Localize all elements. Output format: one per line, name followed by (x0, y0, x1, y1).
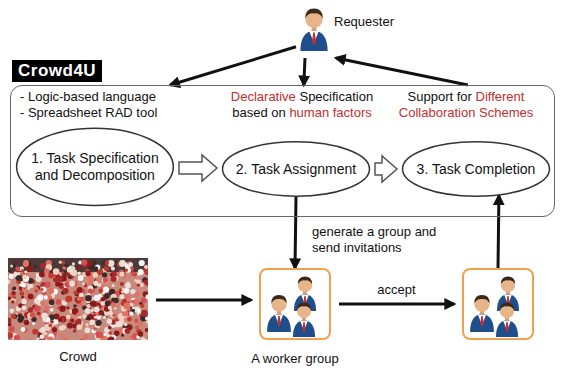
annotation-line: - Spreadsheet RAD tool (20, 105, 157, 121)
caption: A worker group (251, 351, 338, 367)
connector-arrow (339, 303, 454, 306)
process-ellipse: 3. Task Completion (401, 141, 551, 197)
connector-arrow (170, 47, 296, 85)
worker-group-box (462, 268, 534, 340)
process-ellipse: 2. Task Assignment (221, 141, 371, 197)
caption: Crowd (59, 349, 97, 365)
logo-heading: Crowd4U (12, 60, 102, 82)
system-frame: Crowd4U1. Task Specification and Decompo… (10, 85, 555, 217)
annotation-note: Support for (408, 89, 472, 105)
requester-icon (300, 9, 327, 51)
highlight-note: Different (476, 89, 525, 105)
flow-arrow (375, 156, 397, 182)
step-label: 2. Task Assignment (236, 161, 356, 178)
annotation-note: Specification (299, 89, 373, 105)
step-label: 1. Task Specification and Decomposition (30, 150, 160, 184)
flow-arrow (179, 155, 217, 181)
highlight-note: Declarative (231, 89, 296, 105)
connector-arrow (295, 197, 296, 268)
worker-icons (267, 277, 519, 337)
highlight-note: Collaboration Schemes (399, 105, 533, 121)
actor: Requester (296, 2, 396, 58)
crowd-photo (8, 258, 148, 340)
step-label: 3. Task Completion (417, 161, 536, 178)
process-ellipse: 1. Task Specification and Decomposition (15, 127, 175, 207)
annotation-note: - Logic-based language (20, 89, 156, 105)
annotation-line: - Logic-based language (20, 89, 156, 105)
edge-label: generate a group and send invitations (312, 224, 444, 255)
connector-arrow (304, 58, 305, 85)
highlight-note: human factors (289, 105, 371, 121)
edge-label: accept (375, 282, 417, 298)
annotation-line: Collaboration Schemes (399, 105, 533, 121)
actor-label: Requester (334, 14, 394, 30)
annotation-line: DeclarativeSpecification (231, 89, 373, 105)
annotation-line: Support forDifferent (408, 89, 525, 105)
connector-arrow (156, 299, 251, 302)
annotation-note: - Spreadsheet RAD tool (20, 105, 157, 121)
crowd-photo-frame: Crowd (8, 258, 148, 340)
annotation-line: based onhuman factors (232, 105, 372, 121)
connector-arrow (336, 58, 468, 85)
worker-group-box: A worker group (259, 268, 331, 340)
connector-arrow (497, 196, 501, 268)
annotation-note: based on (232, 105, 286, 121)
